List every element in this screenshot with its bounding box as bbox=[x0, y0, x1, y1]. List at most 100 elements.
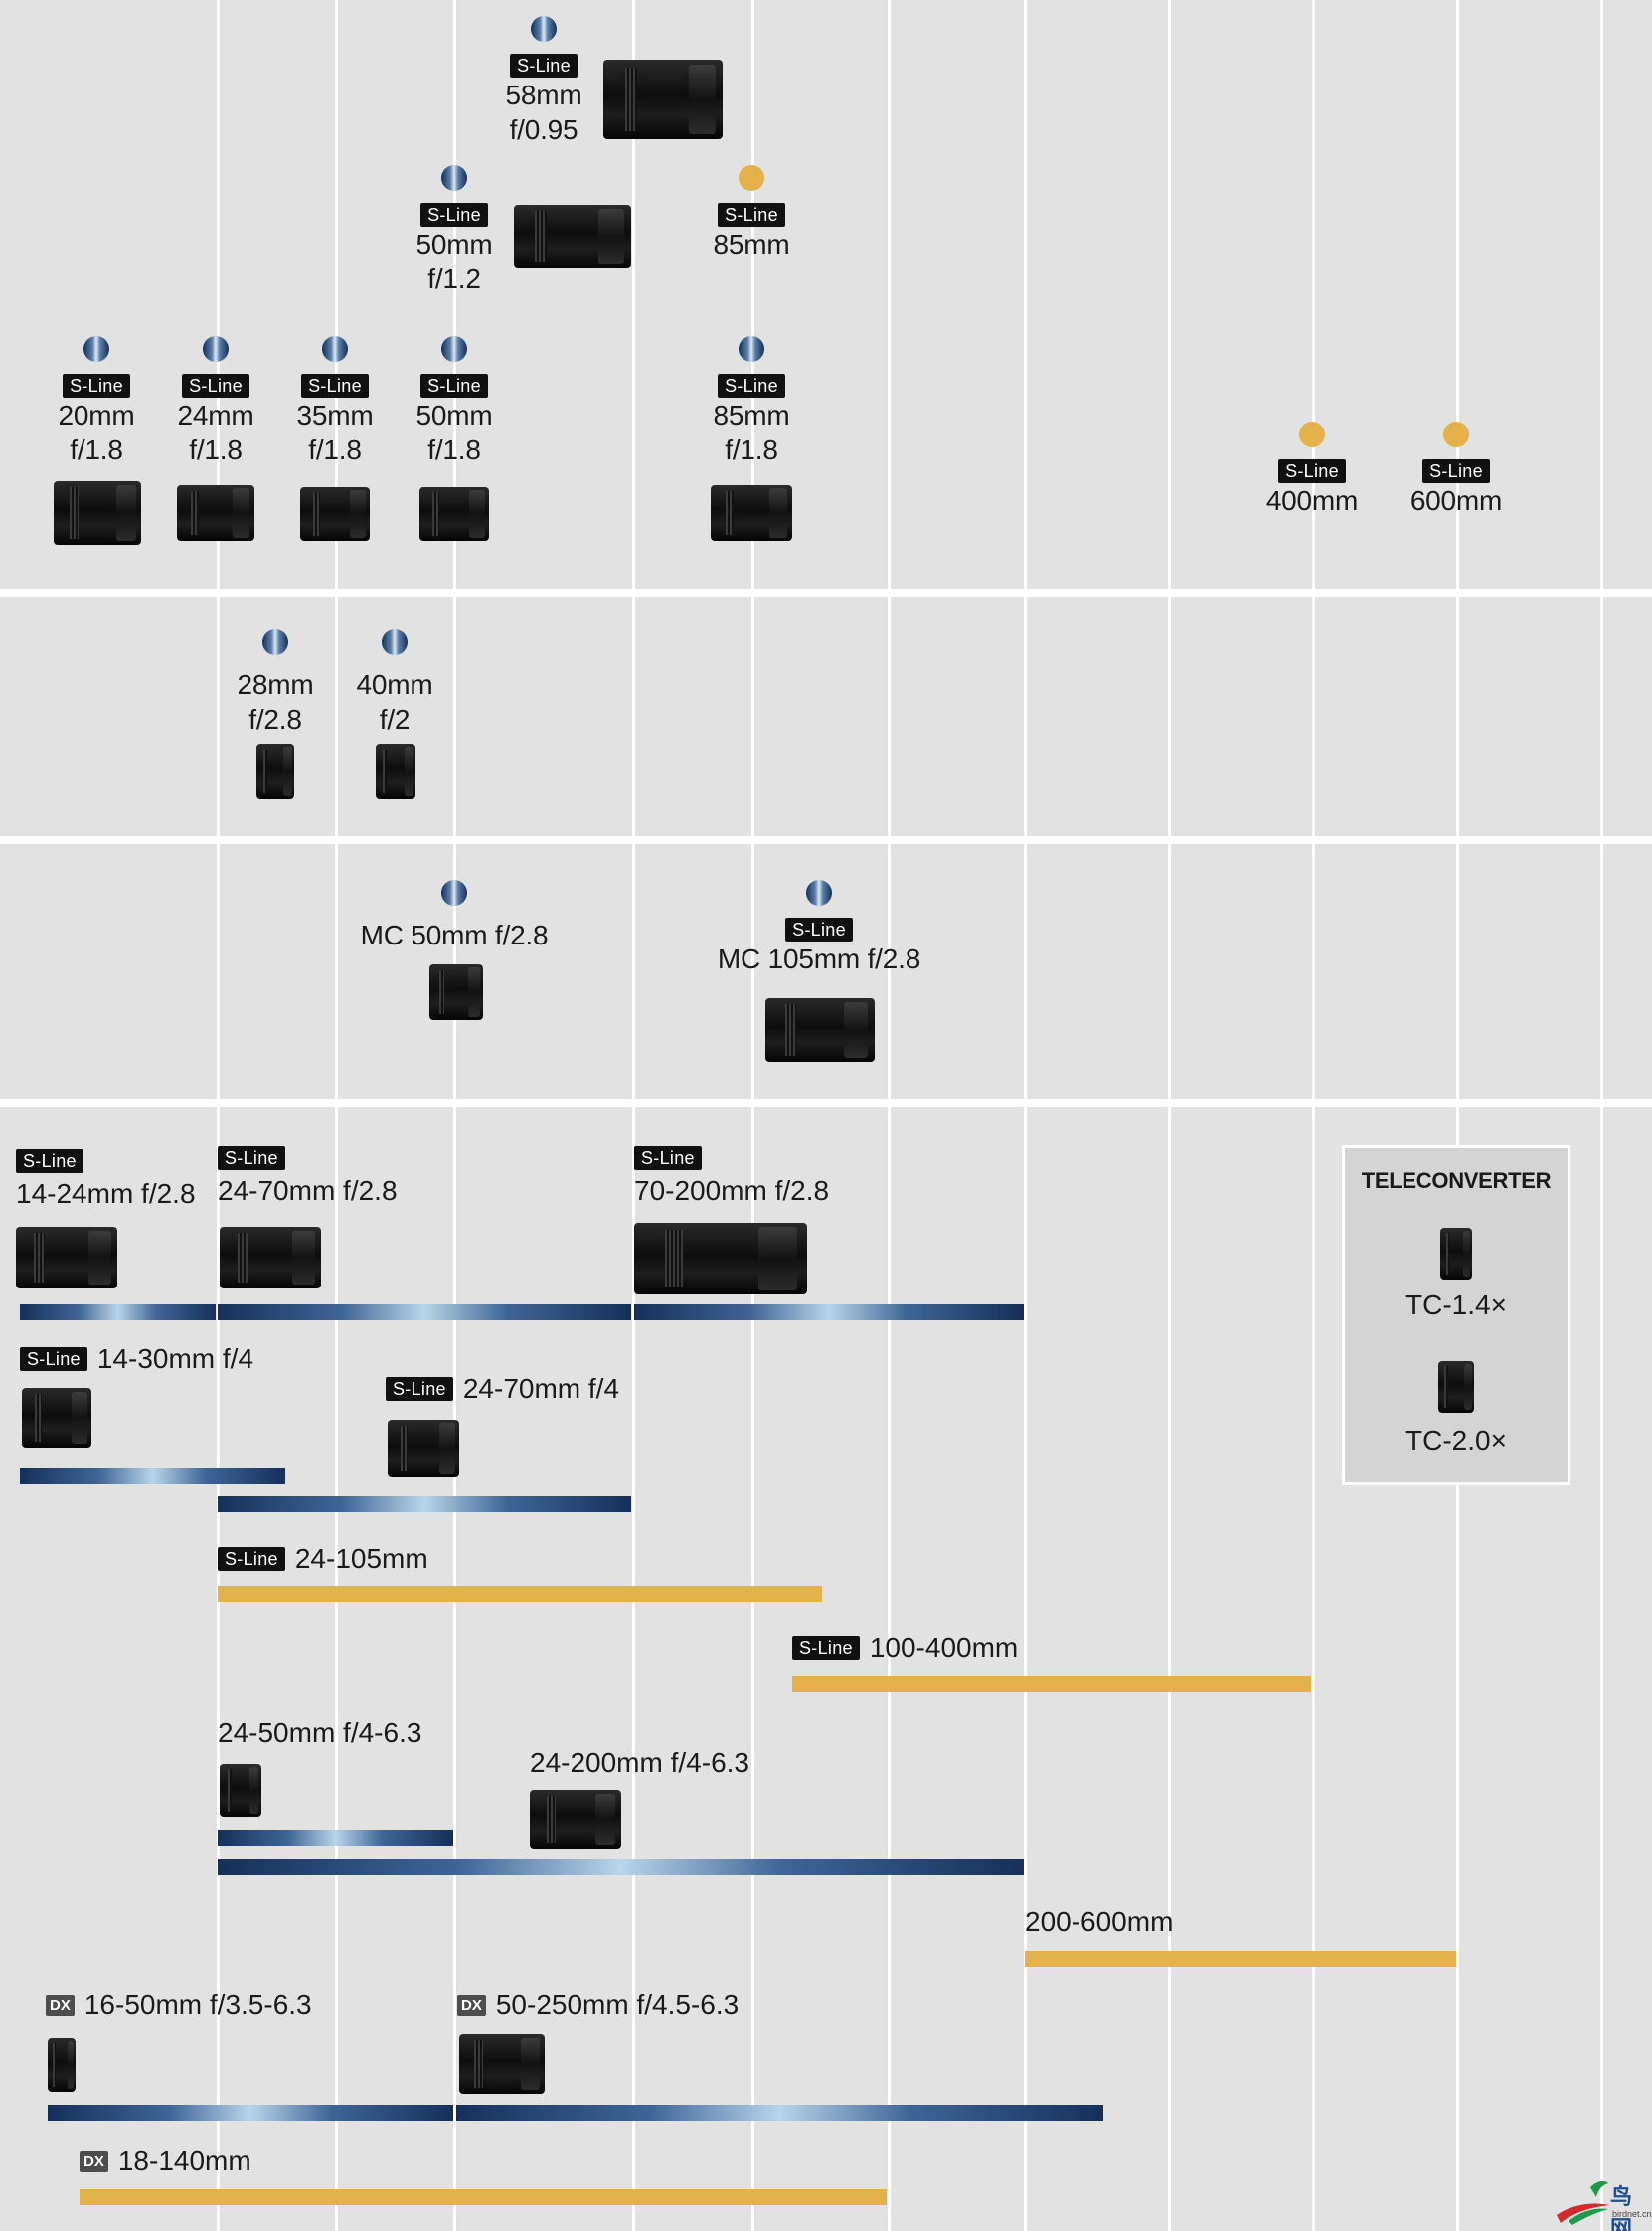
gridline bbox=[453, 0, 456, 2231]
zoom-100-400-label: S-Line 100-400mm bbox=[792, 1631, 1018, 1665]
range-bar-dx16-50 bbox=[48, 2105, 453, 2121]
lens-mc105-image bbox=[765, 998, 875, 1062]
gridline bbox=[888, 0, 891, 2231]
range-bar-dx50-250 bbox=[456, 2105, 1103, 2121]
focal-length: 28mm bbox=[237, 669, 314, 700]
sline-badge: S-Line bbox=[420, 374, 488, 398]
lens-name: MC 105mm f/2.8 bbox=[717, 944, 921, 974]
zoom-14-24-label: S-Line 14-24mm f/2.8 bbox=[16, 1149, 196, 1211]
sline-badge: S-Line bbox=[218, 1547, 285, 1571]
focal-length: 50mm bbox=[415, 400, 493, 430]
released-dot-icon bbox=[441, 880, 467, 906]
watermark-text: 鸟网 bbox=[1610, 2185, 1633, 2231]
zoom-24-200-label: 24-200mm f/4-6.3 bbox=[530, 1746, 749, 1780]
section-divider bbox=[0, 589, 1652, 597]
zoom-70-200-label: S-Line 70-200mm f/2.8 bbox=[634, 1146, 829, 1208]
lens-name: MC 50mm f/2.8 bbox=[360, 920, 549, 950]
sline-badge: S-Line bbox=[301, 374, 369, 398]
focal-length: 600mm bbox=[1409, 485, 1503, 516]
section-divider bbox=[0, 1099, 1652, 1107]
range-bar-dx18-140 bbox=[80, 2189, 887, 2205]
released-dot-icon bbox=[203, 336, 229, 362]
sline-badge: S-Line bbox=[182, 374, 249, 398]
lens-14-24-image bbox=[16, 1227, 117, 1288]
dx-50-250-label: DX 50-250mm f/4.5-6.3 bbox=[457, 1988, 739, 2022]
gridline bbox=[1024, 0, 1027, 2231]
range-bar-14-24 bbox=[20, 1304, 216, 1320]
gridline bbox=[1312, 0, 1315, 2231]
range-bar-70-200 bbox=[634, 1304, 1024, 1320]
zoom-24-70-4-label: S-Line 24-70mm f/4 bbox=[386, 1372, 619, 1406]
sline-badge: S-Line bbox=[510, 54, 578, 78]
aperture: f/1.8 bbox=[725, 434, 778, 465]
released-dot-icon bbox=[322, 336, 348, 362]
prime-400mm-upcoming: S-Line 400mm bbox=[1262, 422, 1362, 518]
lens-name: 14-30mm f/4 bbox=[96, 1343, 254, 1374]
watermark-url: birdnet.cn bbox=[1612, 2209, 1652, 2219]
zoom-200-600-label: 200-600mm bbox=[1025, 1905, 1173, 1939]
lens-mc50-image bbox=[429, 964, 483, 1020]
zoom-24-50-label: 24-50mm f/4-6.3 bbox=[218, 1716, 421, 1750]
prime-20mm: S-Line 20mm f/1.8 bbox=[47, 336, 146, 467]
macro-50mm: MC 50mm f/2.8 bbox=[335, 880, 574, 952]
lens-name: 14-24mm f/2.8 bbox=[16, 1178, 196, 1209]
lens-name: 70-200mm f/2.8 bbox=[634, 1175, 830, 1206]
dx-badge: DX bbox=[457, 1994, 486, 2016]
lens-58mm-image bbox=[603, 60, 723, 139]
range-bar-200-600 bbox=[1025, 1951, 1456, 1967]
lens-24-70-4-image bbox=[388, 1420, 459, 1477]
macro-105mm: S-Line MC 105mm f/2.8 bbox=[695, 880, 943, 976]
teleconverter-title: TELECONVERTER bbox=[1361, 1168, 1552, 1193]
range-bar-24-50 bbox=[218, 1830, 453, 1846]
lens-24-70-28-image bbox=[220, 1227, 321, 1288]
range-bar-100-400 bbox=[792, 1676, 1311, 1692]
tc14-image bbox=[1440, 1228, 1472, 1280]
range-bar-24-105 bbox=[218, 1586, 822, 1602]
released-dot-icon bbox=[83, 336, 109, 362]
gridline bbox=[1456, 0, 1459, 2231]
section-divider bbox=[0, 836, 1652, 844]
prime-58mm: S-Line 58mm f/0.95 bbox=[494, 16, 593, 147]
range-bar-14-30 bbox=[20, 1468, 285, 1484]
lens-20mm-image bbox=[54, 481, 141, 545]
prime-85mm-f18: S-Line 85mm f/1.8 bbox=[702, 336, 801, 467]
focal-length: 24mm bbox=[177, 400, 254, 430]
birdnet-logo-icon bbox=[1557, 2180, 1610, 2225]
prime-35mm: S-Line 35mm f/1.8 bbox=[285, 336, 385, 467]
lens-50mm-f18-image bbox=[419, 487, 489, 541]
released-dot-icon bbox=[382, 629, 408, 655]
lens-name: 16-50mm f/3.5-6.3 bbox=[83, 1989, 312, 2020]
lens-name: 24-50mm f/4-6.3 bbox=[218, 1717, 422, 1748]
zoom-14-30-label: S-Line 14-30mm f/4 bbox=[20, 1342, 253, 1376]
sline-badge: S-Line bbox=[792, 1636, 860, 1660]
sline-badge: S-Line bbox=[63, 374, 130, 398]
zoom-24-105-label: S-Line 24-105mm bbox=[218, 1542, 428, 1576]
prime-24mm: S-Line 24mm f/1.8 bbox=[166, 336, 265, 467]
lens-name: 24-70mm f/2.8 bbox=[218, 1175, 398, 1206]
focal-length: 400mm bbox=[1265, 485, 1359, 516]
released-dot-icon bbox=[531, 16, 557, 42]
aperture: f/1.2 bbox=[427, 263, 481, 294]
dx-badge: DX bbox=[80, 2150, 108, 2172]
aperture: f/2.8 bbox=[248, 704, 302, 735]
range-bar-24-70-4 bbox=[218, 1496, 631, 1512]
aperture: f/2 bbox=[379, 704, 411, 735]
sline-badge: S-Line bbox=[420, 203, 488, 227]
lens-name: 50-250mm f/4.5-6.3 bbox=[495, 1989, 740, 2020]
prime-85mm-upcoming: S-Line 85mm bbox=[702, 165, 801, 261]
lens-name: 24-200mm f/4-6.3 bbox=[530, 1747, 749, 1778]
aperture: f/1.8 bbox=[70, 434, 123, 465]
sline-badge: S-Line bbox=[634, 1146, 702, 1170]
lens-name: 100-400mm bbox=[869, 1632, 1019, 1663]
focal-length: 40mm bbox=[356, 669, 433, 700]
tc-14-label: TC-1.4× bbox=[1405, 1289, 1507, 1320]
focal-length: 35mm bbox=[296, 400, 374, 430]
range-bar-24-70-28 bbox=[218, 1304, 631, 1320]
tc20-image bbox=[1438, 1361, 1474, 1413]
dx-badge: DX bbox=[46, 1994, 75, 2016]
prime-600mm-upcoming: S-Line 600mm bbox=[1406, 422, 1506, 518]
sline-badge: S-Line bbox=[386, 1377, 453, 1401]
gridline bbox=[1168, 0, 1171, 2231]
prime-40mm: 40mm f/2 bbox=[345, 629, 444, 737]
